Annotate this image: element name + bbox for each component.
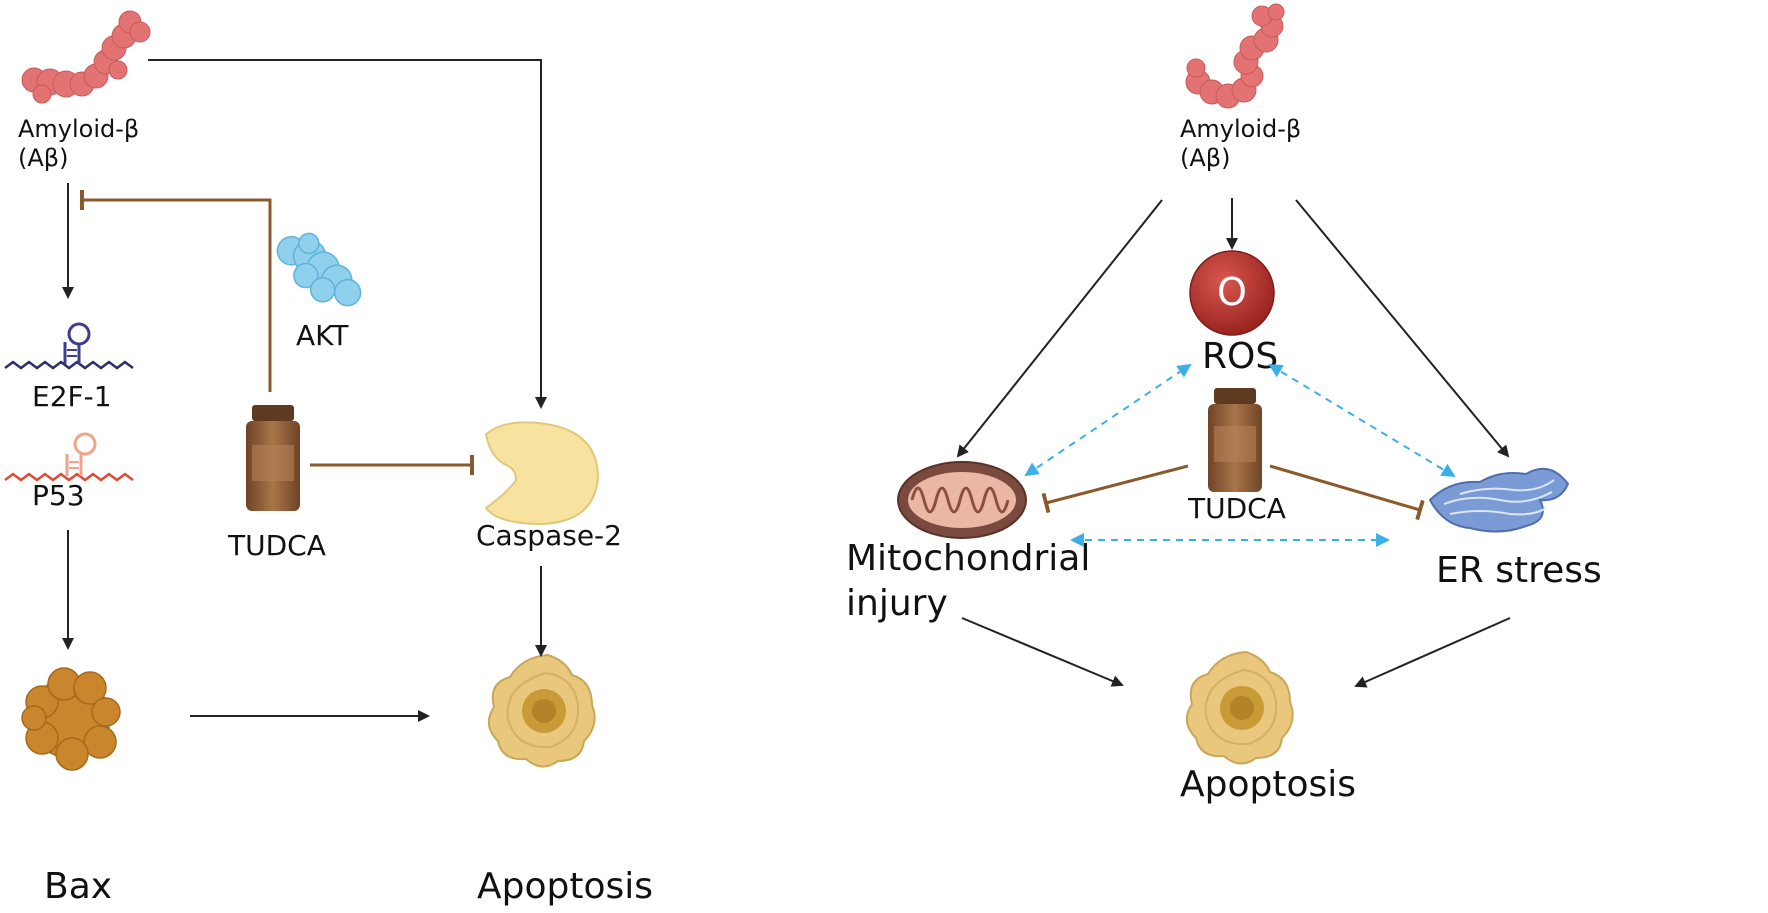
amyloid-label-line1: Amyloid-β	[1180, 115, 1301, 143]
akt-icon	[276, 232, 362, 307]
arrow-mito-to-apoptosis	[961, 617, 1124, 687]
caspase2-label: Caspase-2	[476, 519, 622, 552]
e2f1-label: E2F-1	[32, 380, 112, 413]
mito-label-line1: Mitochondrial	[846, 538, 1090, 579]
dna-icon	[4, 322, 134, 370]
protein-cluster-icon	[21, 667, 121, 771]
arrow-amyloid-to-er	[1295, 199, 1510, 458]
amyloid-label-line1: Amyloid-β	[18, 115, 139, 143]
mito-label-line2: injury	[846, 583, 948, 624]
er-stress-label: ER stress	[1436, 550, 1602, 591]
cell-icon	[1185, 650, 1294, 765]
left-panel: Amyloid-β (Aβ) E2F-1 P53 Bax	[4, 10, 653, 907]
apoptosis-label: Apoptosis	[1180, 764, 1356, 805]
arrow-amyloid-to-caspase2	[148, 59, 547, 409]
cell-icon	[487, 653, 596, 768]
ros-symbol: O	[1217, 270, 1247, 314]
p53-label: P53	[32, 479, 85, 512]
amyloid-label-line2: (Aβ)	[1180, 144, 1230, 172]
caspase-icon	[484, 421, 600, 526]
bottle-icon	[246, 405, 300, 511]
ros-label: ROS	[1202, 336, 1278, 377]
inhibit-tudca-to-mito	[1041, 464, 1189, 514]
amyloid-label-line2: (Aβ)	[18, 144, 68, 172]
mitochondria-icon	[897, 461, 1027, 539]
apoptosis-label: Apoptosis	[477, 866, 653, 907]
inhibit-tudca-akt-to-pathway	[80, 190, 272, 392]
ros-sphere-icon	[1189, 250, 1275, 336]
amyloid-icon	[1185, 3, 1285, 109]
bax-label: Bax	[44, 866, 112, 907]
amyloid-icon	[21, 10, 151, 104]
right-panel: Amyloid-β (Aβ) O ROS TUDCA Mitochondrial…	[846, 3, 1602, 805]
tudca-label: TUDCA	[227, 529, 326, 562]
bidirectional-ros-er	[1268, 363, 1456, 478]
inhibit-tudca-to-er	[1269, 464, 1425, 521]
bottle-icon	[1208, 388, 1262, 492]
arrow-er-to-apoptosis	[1354, 617, 1511, 688]
tudca-label: TUDCA	[1187, 492, 1286, 525]
bidirectional-mito-ros	[1024, 363, 1192, 477]
arrow-amyloid-to-mito	[956, 199, 1163, 458]
dna-icon	[4, 432, 134, 482]
akt-label: AKT	[296, 319, 349, 352]
er-icon	[1428, 467, 1570, 533]
